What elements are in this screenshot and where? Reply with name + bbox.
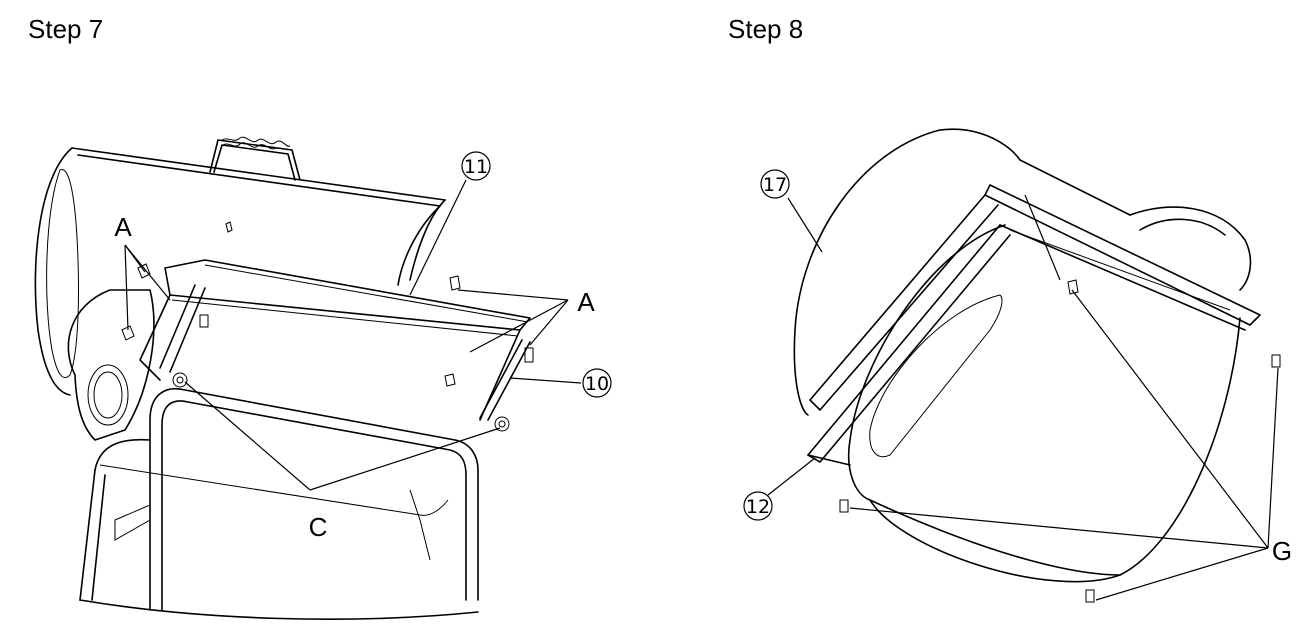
screws-g xyxy=(839,279,1281,603)
label-c: C xyxy=(309,512,328,542)
step7-diagram: 11 10 A A C xyxy=(34,136,612,620)
lid-bolt xyxy=(225,221,233,233)
callout-10-label: 10 xyxy=(585,373,609,395)
lid-handle xyxy=(209,136,301,181)
step8-diagram: 17 12 G xyxy=(743,128,1292,603)
bottom-pan xyxy=(139,259,531,421)
callout-17-circle xyxy=(760,169,790,199)
callout-17-label: 17 xyxy=(763,174,787,196)
bracket-upper xyxy=(809,184,1261,411)
bracket-lower xyxy=(807,224,1246,466)
cart-frame xyxy=(79,388,479,620)
side-brace-left xyxy=(159,284,206,373)
nut-c-left xyxy=(172,372,188,388)
step7-leader-lines xyxy=(124,179,582,491)
callout-12-label: 12 xyxy=(746,496,770,518)
label-a-left: A xyxy=(114,212,132,242)
side-brace-right xyxy=(479,339,531,421)
callout-11-label: 11 xyxy=(464,156,488,178)
callout-12-circle xyxy=(743,491,773,521)
step-7-title: Step 7 xyxy=(28,14,104,44)
label-g: G xyxy=(1272,536,1292,566)
callout-10-circle xyxy=(582,368,612,398)
callout-11-circle xyxy=(461,151,491,181)
screw-a-group-right xyxy=(444,275,534,387)
barrel-end-cap xyxy=(847,224,1241,583)
step-8-title: Step 8 xyxy=(728,14,804,44)
barrel-body xyxy=(793,128,1252,416)
step8-leader-lines xyxy=(767,194,1279,601)
label-a-right: A xyxy=(577,287,595,317)
side-opening-plate xyxy=(67,289,155,441)
barrel-lid xyxy=(34,147,446,396)
nut-c-right xyxy=(494,416,510,432)
